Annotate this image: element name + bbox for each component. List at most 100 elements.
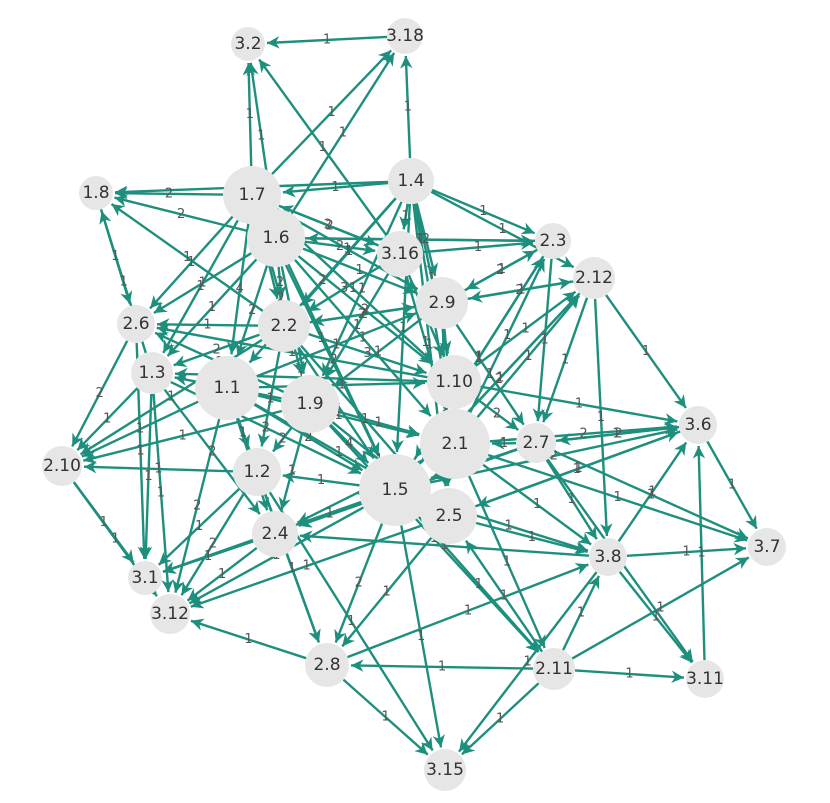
- node-circle[interactable]: [420, 409, 490, 479]
- edge-label-2.5-to-2.8: 1: [383, 585, 391, 600]
- edge-label-2.6-to-3.1: 1: [136, 444, 144, 459]
- node-circle[interactable]: [686, 660, 724, 698]
- node-label: 2.4: [261, 524, 288, 544]
- node-1.3[interactable]: 1.3: [131, 352, 173, 394]
- node-2.1[interactable]: 2.1: [420, 409, 490, 479]
- edge-label-2.3-to-1.5: 1: [475, 350, 483, 365]
- node-3.1[interactable]: 3.1: [128, 561, 162, 595]
- edge-label-2.1-to-3.7: 1: [613, 490, 621, 505]
- node-3.2[interactable]: 3.2: [231, 27, 265, 61]
- node-3.8[interactable]: 3.8: [589, 538, 627, 576]
- edge-2.5-to-3.8: [475, 521, 588, 555]
- node-1.10[interactable]: 1.10: [427, 355, 481, 409]
- node-circle[interactable]: [305, 643, 349, 687]
- edge-label-2.9-to-2.12: 2: [515, 283, 523, 298]
- node-2.3[interactable]: 2.3: [535, 223, 571, 259]
- node-circle[interactable]: [117, 305, 155, 343]
- edge-label-3.6-to-2.5: 1: [575, 461, 583, 476]
- node-2.5[interactable]: 2.5: [421, 488, 477, 544]
- edge-2.6-to-2.10: [71, 340, 129, 448]
- node-2.11[interactable]: 2.11: [533, 648, 575, 690]
- edge-label-2.11-to-2.8: 1: [438, 660, 446, 675]
- node-circle[interactable]: [427, 355, 481, 409]
- node-2.2[interactable]: 2.2: [258, 300, 310, 352]
- edge-label-2.11-to-3.8: 1: [577, 606, 585, 621]
- node-circle[interactable]: [535, 223, 571, 259]
- edge-2.2-to-2.6: [156, 318, 259, 331]
- edge-label-1.2-to-3.12: 2: [209, 536, 217, 551]
- node-circle[interactable]: [533, 648, 575, 690]
- node-1.9[interactable]: 1.9: [281, 375, 339, 433]
- node-3.16[interactable]: 3.16: [377, 231, 423, 277]
- node-circle[interactable]: [131, 352, 173, 394]
- edge-label-3.16-to-1.7: 2: [326, 219, 334, 234]
- node-circle[interactable]: [79, 176, 113, 210]
- edge-label-1.7-to-1.9: 2: [277, 291, 285, 306]
- edge-label-2.2-to-2.6: 1: [203, 318, 211, 333]
- node-circle[interactable]: [377, 231, 423, 277]
- node-circle[interactable]: [223, 166, 281, 224]
- node-1.7[interactable]: 1.7: [223, 166, 281, 224]
- edge-label-1.7-to-3.16: 2: [324, 218, 332, 233]
- node-1.8[interactable]: 1.8: [79, 176, 113, 210]
- node-1.2[interactable]: 1.2: [233, 448, 281, 496]
- node-circle[interactable]: [150, 594, 190, 634]
- node-circle[interactable]: [748, 528, 786, 566]
- node-circle[interactable]: [589, 538, 627, 576]
- node-1.4[interactable]: 1.4: [388, 158, 434, 204]
- edge-label-2.11-to-3.15: 1: [496, 711, 504, 726]
- node-circle[interactable]: [421, 488, 477, 544]
- edge-label-1.1-to-2.5: 1: [335, 445, 343, 460]
- node-circle[interactable]: [195, 356, 259, 420]
- edge-2.2-to-1.8: [110, 203, 264, 312]
- node-2.10[interactable]: 2.10: [42, 446, 82, 486]
- node-circle[interactable]: [128, 561, 162, 595]
- node-label: 1.1: [213, 378, 240, 398]
- node-3.11[interactable]: 3.11: [686, 660, 724, 698]
- node-2.8[interactable]: 2.8: [305, 643, 349, 687]
- node-3.6[interactable]: 3.6: [679, 406, 717, 444]
- node-circle[interactable]: [233, 448, 281, 496]
- node-circle[interactable]: [42, 446, 82, 486]
- edge-label-1.9-to-1.5: 4: [345, 436, 353, 451]
- edge-label-1.9-to-1.2: 2: [278, 432, 286, 447]
- node-circle[interactable]: [573, 257, 615, 299]
- node-1.5[interactable]: 1.5: [359, 454, 431, 526]
- node-circle[interactable]: [258, 300, 310, 352]
- edge-label-2.3-to-2.9: 1: [498, 262, 506, 277]
- edge-label-2.9-to-2.2: 2: [360, 307, 368, 322]
- node-circle[interactable]: [388, 158, 434, 204]
- node-circle[interactable]: [424, 749, 466, 791]
- node-3.18[interactable]: 3.18: [386, 18, 424, 54]
- edge-3.8-to-3.11: [618, 571, 693, 664]
- node-1.6[interactable]: 1.6: [247, 209, 305, 267]
- node-circle[interactable]: [679, 406, 717, 444]
- edge-label-3.16-to-3.2: 1: [319, 140, 327, 155]
- node-3.12[interactable]: 3.12: [150, 594, 190, 634]
- node-1.1[interactable]: 1.1: [195, 356, 259, 420]
- edge-label-1.6-to-2.6: 1: [198, 276, 206, 291]
- edge-label-1.5-to-2.4: 1: [326, 506, 334, 521]
- node-circle[interactable]: [516, 423, 556, 463]
- node-circle[interactable]: [416, 277, 468, 329]
- node-circle[interactable]: [359, 454, 431, 526]
- node-circle[interactable]: [231, 27, 265, 61]
- node-2.4[interactable]: 2.4: [252, 511, 298, 557]
- node-circle[interactable]: [387, 18, 423, 54]
- edge-label-2.5-to-3.8: 1: [528, 530, 536, 545]
- node-circle[interactable]: [247, 209, 305, 267]
- node-2.12[interactable]: 2.12: [573, 257, 615, 299]
- node-2.6[interactable]: 2.6: [117, 305, 155, 343]
- edge-label-2.2-to-1.3: 2: [212, 343, 220, 358]
- node-2.9[interactable]: 2.9: [416, 277, 468, 329]
- edge-1.3-to-2.10: [76, 387, 139, 452]
- node-3.15[interactable]: 3.15: [424, 749, 466, 791]
- edge-2.11-to-3.15: [461, 682, 540, 756]
- node-label: 1.4: [397, 171, 424, 191]
- node-circle[interactable]: [252, 511, 298, 557]
- node-circle[interactable]: [281, 375, 339, 433]
- node-2.7[interactable]: 2.7: [516, 423, 556, 463]
- node-3.7[interactable]: 3.7: [748, 528, 786, 566]
- edge-label-1.9-to-2.10: 1: [178, 428, 186, 443]
